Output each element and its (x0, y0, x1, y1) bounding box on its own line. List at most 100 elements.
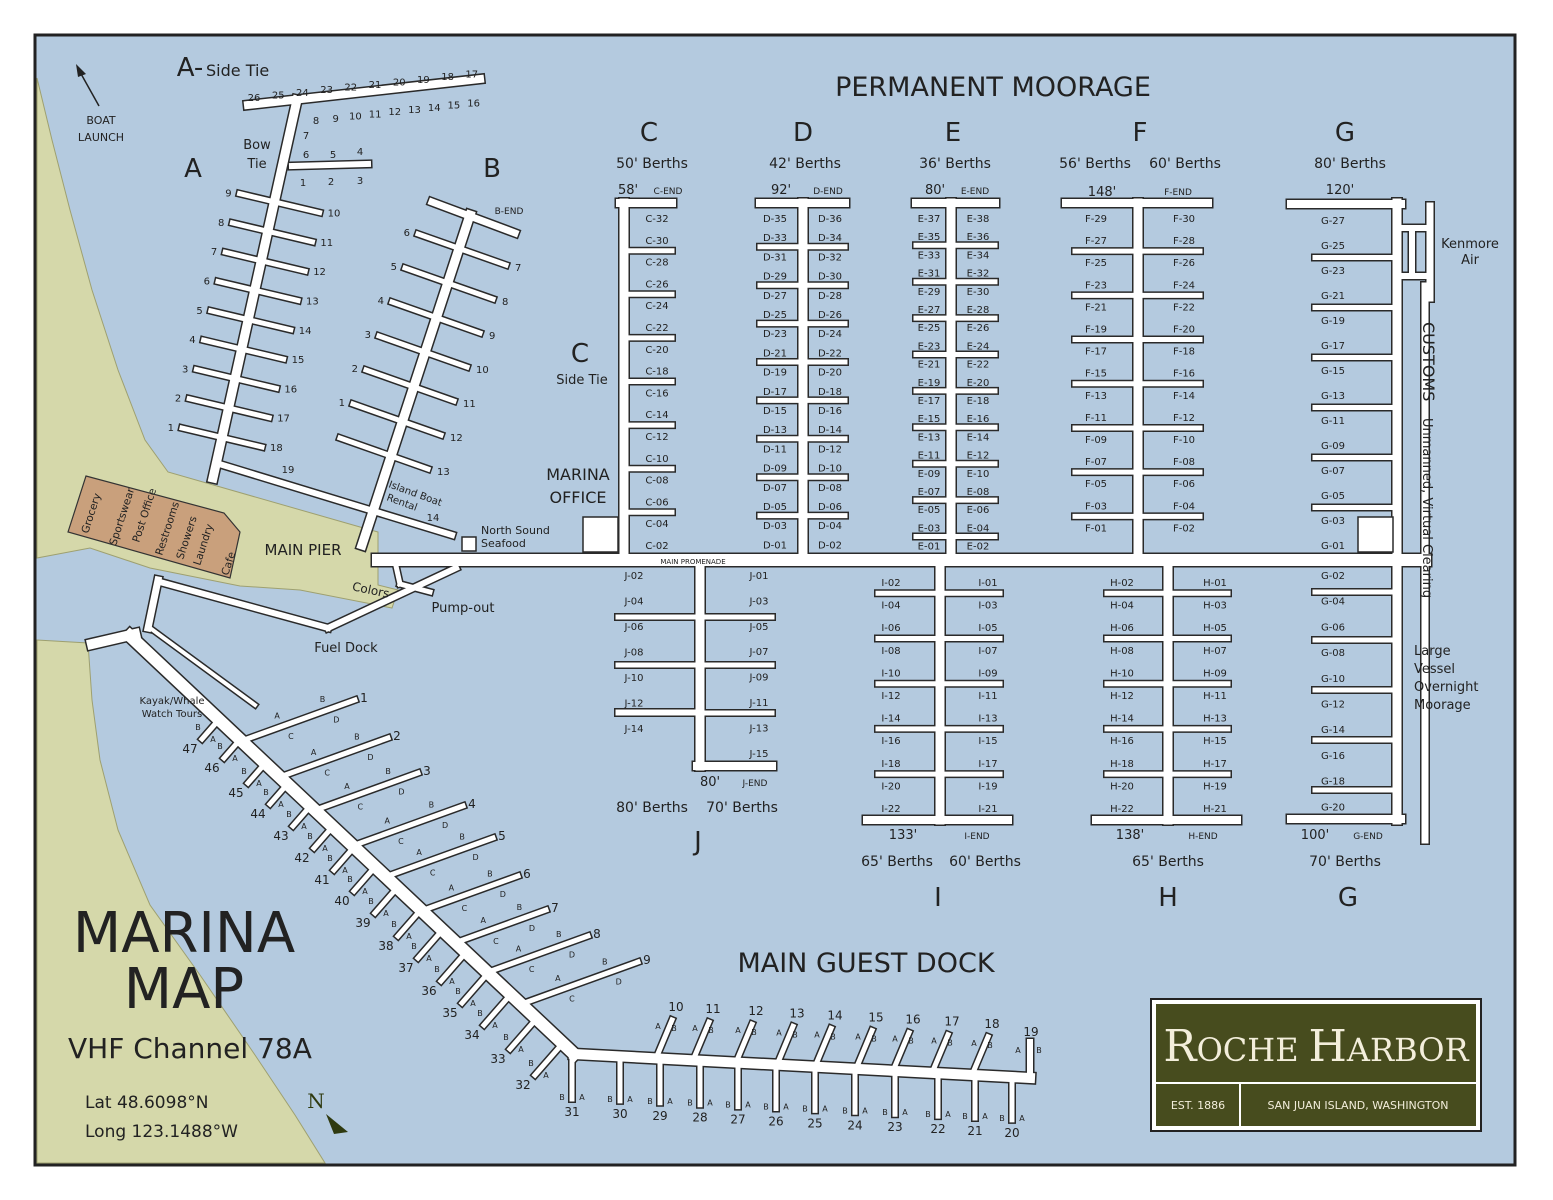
dock-a-finger[interactable] (222, 249, 309, 275)
guest-finger[interactable] (484, 932, 592, 976)
guest-finger[interactable] (480, 990, 515, 1029)
slip-label: G-07 (1321, 466, 1345, 477)
guest-finger[interactable] (289, 802, 315, 830)
guest-finger[interactable] (414, 926, 446, 962)
guest-finger[interactable] (350, 863, 379, 895)
bow-tie-dock[interactable] (288, 160, 372, 170)
dock-b-finger[interactable] (388, 298, 484, 337)
dock-b-spine[interactable] (356, 209, 476, 551)
dock-a-19-tie[interactable] (212, 459, 456, 539)
slip-label: F-17 (1085, 347, 1107, 358)
slip-label: J-09 (749, 673, 769, 684)
guest-finger[interactable] (349, 802, 467, 849)
slip-number: 47 (182, 742, 197, 756)
dock-a-finger[interactable] (229, 219, 316, 245)
guest-finger[interactable] (928, 1031, 952, 1077)
guest-finger[interactable] (506, 1015, 541, 1053)
guest-finger[interactable] (371, 884, 401, 917)
guest-finger[interactable] (238, 696, 359, 745)
guest-finger[interactable] (852, 1027, 876, 1073)
slip-label: G-20 (1321, 802, 1345, 813)
slip-label: G-02 (1321, 571, 1345, 582)
dock-b-finger[interactable] (362, 366, 458, 405)
guest-finger[interactable] (310, 823, 337, 852)
pump-out-dock[interactable] (396, 580, 434, 596)
fuel-dock[interactable] (324, 564, 460, 632)
fuel-dock[interactable] (156, 578, 332, 632)
slip-label: D-10 (818, 464, 842, 475)
dock-b-finger[interactable] (349, 400, 445, 439)
dock-b-end[interactable] (427, 197, 520, 238)
slip-number: 18 (441, 72, 454, 83)
slip-label: G-05 (1321, 491, 1345, 502)
guest-finger[interactable] (244, 759, 269, 787)
guest-finger[interactable] (437, 948, 470, 985)
guest-dock-spine-east[interactable] (568, 1048, 1036, 1084)
slip-number: 13 (306, 297, 319, 308)
dock-a-finger[interactable] (207, 307, 294, 333)
slip-label: I-03 (978, 601, 997, 612)
dock-a-finger[interactable] (236, 190, 323, 216)
guest-dock-gangway[interactable] (147, 625, 258, 708)
slip-number: 12 (388, 107, 401, 118)
guest-finger[interactable] (276, 734, 392, 781)
guest-finger[interactable] (458, 969, 492, 1007)
map-title: MARINA (73, 901, 295, 966)
dock-a-finger[interactable] (200, 337, 287, 363)
slip-letter: B (320, 695, 326, 704)
slip-label: C-20 (645, 345, 668, 356)
slip-label: F-25 (1085, 258, 1107, 269)
dock-i-berths-right: 60' Berths (949, 854, 1021, 870)
slip-number: 9 (489, 331, 495, 342)
guest-finger[interactable] (732, 1020, 756, 1066)
slip-number: 39 (355, 916, 370, 930)
dock-b-finger[interactable] (414, 230, 510, 269)
slip-label: C-30 (645, 236, 668, 247)
pump-out-dock[interactable] (393, 563, 403, 587)
a-side-tie[interactable] (243, 74, 485, 110)
guest-finger[interactable] (811, 1025, 835, 1070)
slip-number: 9 (333, 114, 339, 125)
slip-label: E-25 (918, 323, 941, 334)
dock-a-finger[interactable] (178, 424, 266, 451)
dock-b-finger[interactable] (336, 434, 432, 473)
guest-finger[interactable] (266, 780, 291, 808)
slip-label: E-28 (967, 305, 990, 316)
slip-number: 41 (314, 873, 329, 887)
dock-b-finger[interactable] (375, 332, 471, 371)
guest-finger[interactable] (889, 1029, 913, 1075)
guest-finger[interactable] (689, 1018, 713, 1064)
dock-a-finger[interactable] (186, 395, 273, 421)
slip-label: F-04 (1173, 501, 1195, 512)
slip-label: C-14 (645, 410, 668, 421)
guest-finger[interactable] (517, 958, 642, 1008)
slip-number: 2 (393, 729, 401, 743)
guest-finger[interactable] (394, 906, 425, 940)
pier-gangway[interactable] (143, 575, 163, 633)
guest-finger[interactable] (531, 1039, 567, 1079)
dock-b-finger[interactable] (401, 264, 497, 303)
slip-label: E-30 (967, 287, 990, 298)
guest-finger[interactable] (330, 843, 358, 874)
guest-finger[interactable] (418, 872, 522, 914)
slip-label: F-24 (1173, 280, 1195, 291)
slip-letter: C (357, 803, 363, 812)
guest-finger[interactable] (452, 906, 550, 946)
guest-finger[interactable] (220, 736, 244, 762)
slip-label: E-05 (918, 505, 941, 516)
dock-a-finger[interactable] (193, 366, 280, 392)
guest-finger[interactable] (382, 834, 497, 880)
slip-label: J-08 (624, 648, 644, 659)
guest-finger[interactable] (198, 716, 223, 743)
guest-finger[interactable] (968, 1033, 992, 1079)
slip-number: 3 (182, 364, 188, 375)
dock-a-finger[interactable] (214, 278, 302, 304)
guest-finger[interactable] (773, 1023, 797, 1068)
guest-finger[interactable] (652, 1016, 676, 1062)
dock-d-berths: 42' Berths (769, 156, 841, 172)
slip-letter: A (344, 782, 350, 791)
slip-letter: A (655, 1022, 661, 1031)
guest-finger[interactable] (311, 769, 422, 814)
